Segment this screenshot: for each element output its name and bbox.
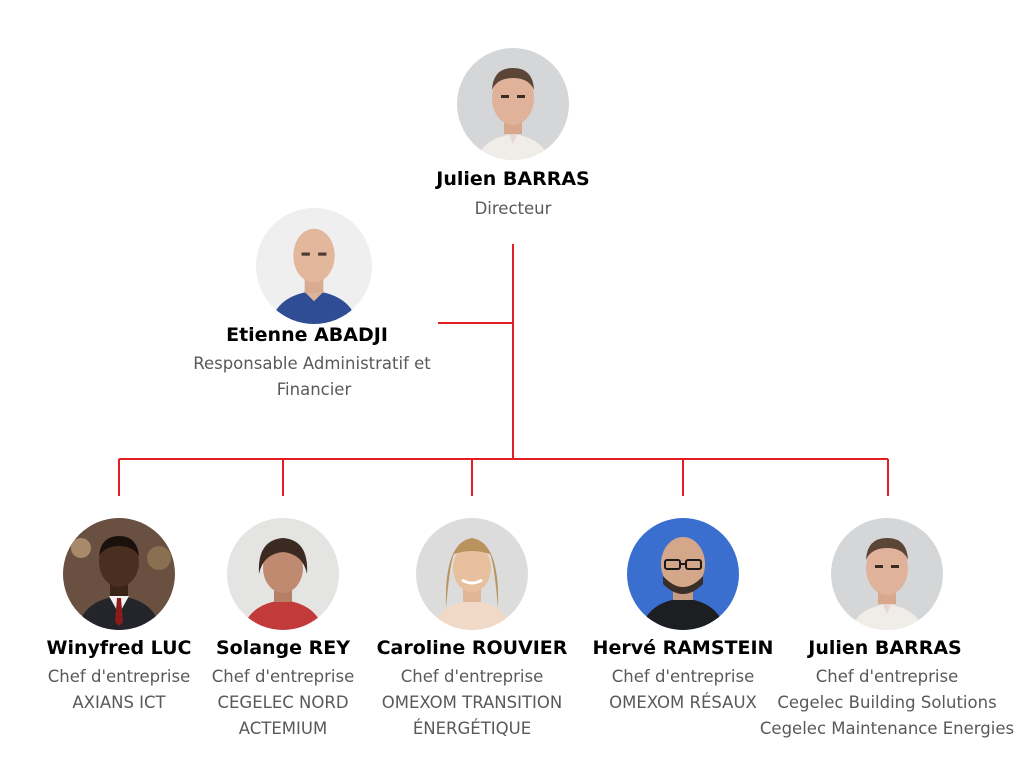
manager-company-line1: Cegelec Building Solutions: [777, 693, 997, 712]
manager-role: Chef d'entreprise: [815, 667, 959, 686]
manager-role: Chef d'entreprise: [611, 667, 755, 686]
person-photo-icon: [627, 518, 739, 630]
person-photo-icon: [227, 518, 339, 630]
manager-avatar: [416, 518, 528, 630]
manager-avatar: [63, 518, 175, 630]
manager-company-line1: OMEXOM RÉSAUX: [609, 693, 757, 712]
manager-avatar: [227, 518, 339, 630]
manager-role: Chef d'entreprise: [211, 667, 355, 686]
manager-name: Solange REY: [215, 637, 351, 659]
director-avatar: [457, 48, 569, 160]
person-photo-icon: [457, 48, 569, 160]
manager-role: Chef d'entreprise: [400, 667, 544, 686]
person-photo-icon: [416, 518, 528, 630]
manager-role: Chef d'entreprise: [47, 667, 191, 686]
manager-name: Winyfred LUC: [46, 637, 192, 659]
admin-role-line2: Financier: [276, 380, 352, 399]
director-role: Directeur: [474, 199, 552, 218]
manager-name: Caroline ROUVIER: [376, 637, 568, 659]
person-photo-icon: [831, 518, 943, 630]
admin-avatar: [256, 208, 372, 324]
person-photo-icon: [256, 208, 372, 324]
manager-company-line2: ÉNERGÉTIQUE: [412, 719, 532, 738]
admin-role-line1: Responsable Administratif et: [193, 354, 431, 373]
manager-company-line2: ACTEMIUM: [238, 719, 328, 738]
director-name: Julien BARRAS: [436, 168, 590, 190]
admin-name: Etienne ABADJI: [226, 324, 388, 346]
person-photo-icon: [63, 518, 175, 630]
manager-name: Julien BARRAS: [808, 637, 962, 659]
manager-avatar: [627, 518, 739, 630]
manager-name: Hervé RAMSTEIN: [592, 637, 774, 659]
manager-company-line1: CEGELEC NORD: [217, 693, 349, 712]
manager-company-line1: OMEXOM TRANSITION: [381, 693, 563, 712]
manager-avatar: [831, 518, 943, 630]
manager-company-line1: AXIANS ICT: [72, 693, 166, 712]
manager-company-line2: Cegelec Maintenance Energies: [759, 719, 1015, 738]
